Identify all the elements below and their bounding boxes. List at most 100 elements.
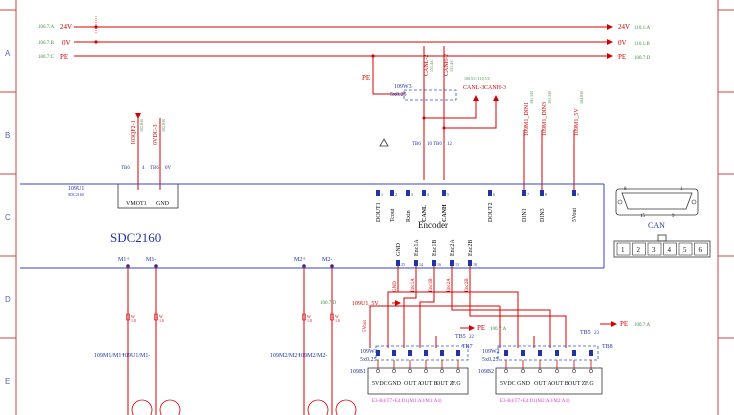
- svg-text:100.7:D: 100.7:D: [320, 301, 337, 306]
- svg-text:Enc1A: Enc1A: [411, 278, 416, 292]
- svg-text:5x0.25: 5x0.25: [482, 357, 499, 363]
- svg-text:100.7:B: 100.7:B: [38, 41, 55, 46]
- encoder-terminal: GND: [517, 350, 531, 387]
- svg-text:0VDC-3: 0VDC-3: [153, 124, 159, 145]
- can-strip-pin: [663, 242, 677, 256]
- can-strip-pin: [616, 242, 631, 256]
- svg-text:M1+: M1+: [118, 257, 130, 263]
- svg-text:Rxin: Rxin: [406, 210, 412, 222]
- svg-text:5Vout: 5Vout: [572, 207, 578, 222]
- svg-text:CANH-3: CANH-3: [484, 85, 506, 91]
- encoder-terminal: F.G: [452, 350, 461, 387]
- svg-text:Enc2A: Enc2A: [450, 239, 456, 256]
- svg-text:TB6: TB6: [121, 166, 130, 171]
- svg-text:1: 1: [381, 192, 383, 197]
- svg-text:100.5:C 110.5:C: 100.5:C 110.5:C: [464, 76, 491, 81]
- pe-bottom: PE 100.7:A PE 100.7:A TB5 22 TB5 23 TB7 …: [455, 320, 651, 350]
- svg-text:Enc1B: Enc1B: [432, 240, 438, 256]
- svg-text:Enc2A: Enc2A: [447, 278, 452, 292]
- svg-text:DIN1: DIN1: [522, 208, 528, 222]
- svg-text:TB8: TB8: [602, 344, 613, 350]
- bus-pins: 1DOUT12Tcout3Rxin4CANL5CANH6DOUT27DIN18D…: [376, 190, 579, 222]
- svg-text:F.G: F.G: [452, 381, 461, 387]
- cable-109w3: 109W3 5x0.25: [390, 84, 457, 101]
- svg-text:6: 6: [493, 192, 495, 197]
- encoder-terminal: OUT Z: [568, 350, 586, 387]
- encoder-routing: [387, 266, 567, 348]
- svg-text:100.7:C: 100.7:C: [38, 55, 55, 60]
- motor-outputs: M1+W1.0109M1/M1+M1-W1.0109U1/M1-M2+W1.01…: [94, 257, 357, 415]
- svg-text:Tcout: Tcout: [390, 208, 396, 222]
- svg-text:Enc1B: Enc1B: [429, 278, 434, 292]
- can-strip-pin: [694, 242, 708, 256]
- encoder-terminal: OUT B: [420, 350, 438, 387]
- row-label-e: E: [5, 377, 10, 386]
- svg-text:2: 2: [637, 246, 641, 254]
- svg-text:W: W: [335, 314, 339, 319]
- svg-text:100.7:A: 100.7:A: [634, 323, 651, 328]
- svg-text:0V: 0V: [618, 39, 627, 47]
- can-strip-pin: [678, 242, 693, 256]
- svg-text:TB6: TB6: [150, 166, 159, 171]
- svg-text:23: 23: [594, 331, 600, 336]
- svg-text:7: 7: [527, 192, 529, 197]
- svg-text:Enc2B: Enc2B: [468, 240, 474, 256]
- svg-text:109W1: 109W1: [360, 349, 378, 355]
- svg-text:OUT A: OUT A: [534, 381, 552, 387]
- svg-text:109M1_5V: 109M1_5V: [574, 108, 580, 136]
- svg-text:109W2: 109W2: [482, 349, 500, 355]
- svg-text:109M1_DIN1: 109M1_DIN1: [524, 102, 530, 136]
- svg-text:1: 1: [621, 246, 625, 254]
- svg-text:102.8:B: 102.8:B: [161, 119, 166, 132]
- svg-text:109U1/M1-: 109U1/M1-: [122, 353, 150, 359]
- svg-text:22: 22: [469, 335, 475, 340]
- svg-text:OUT B: OUT B: [420, 381, 438, 387]
- svg-text:1.0: 1.0: [159, 318, 164, 323]
- row-ticks: [0, 9, 734, 339]
- svg-text:W: W: [131, 314, 135, 319]
- svg-text:100.7:A: 100.7:A: [38, 25, 55, 30]
- svg-text:1.0: 1.0: [131, 318, 136, 323]
- can-db15-connector: 8 1 15 9 CAN: [615, 187, 699, 230]
- row-label-b: B: [5, 131, 10, 140]
- encoder-terminal: OUT B: [551, 350, 569, 387]
- encoder-pins: GND25GNDEnc1A14Enc1AEnc1B16Enc1BEnc2A15E…: [393, 239, 477, 292]
- encoder-terminal: OUT A: [534, 350, 552, 387]
- svg-text:8: 8: [624, 187, 627, 192]
- can-wires: CANL-2 CANH-2 151.4:C 151.4:C CANL-3 CAN…: [412, 46, 506, 180]
- svg-text:TB5: TB5: [580, 330, 591, 336]
- pe-drop-top: PE: [362, 56, 405, 95]
- svg-text:109B1: 109B1: [350, 369, 366, 375]
- svg-text:5x0.25: 5x0.25: [360, 357, 377, 363]
- fivev-feed: 100.7:D 109U1_5V 5Vout: [320, 300, 501, 348]
- svg-text:TB7: TB7: [462, 344, 473, 350]
- svg-text:CANL-2: CANL-2: [424, 55, 430, 76]
- svg-text:24V: 24V: [60, 23, 72, 31]
- svg-text:0V: 0V: [165, 166, 172, 171]
- svg-text:101.3:B: 101.3:B: [547, 91, 552, 104]
- rail-24v: 100.7:A 24V 24V 110.1:A: [38, 16, 650, 33]
- svg-text:PE: PE: [362, 74, 370, 82]
- can-strip-pin: [647, 242, 662, 256]
- encoder-terminal: OUT Z: [436, 350, 454, 387]
- encoder-terminal: F.G: [585, 350, 594, 387]
- svg-text:0V: 0V: [62, 39, 71, 47]
- svg-text:TB6: TB6: [412, 142, 421, 147]
- svg-text:9: 9: [672, 214, 675, 219]
- svg-text:SDC2160: SDC2160: [68, 192, 84, 197]
- svg-text:15: 15: [455, 262, 459, 267]
- svg-text:24V: 24V: [618, 23, 630, 31]
- din-feeds: 109M1_DIN1 109M1_DIN3 109M1_5V 101.3:B 1…: [523, 91, 584, 192]
- svg-text:100.7:D: 100.7:D: [634, 56, 651, 61]
- svg-text:4: 4: [142, 166, 145, 171]
